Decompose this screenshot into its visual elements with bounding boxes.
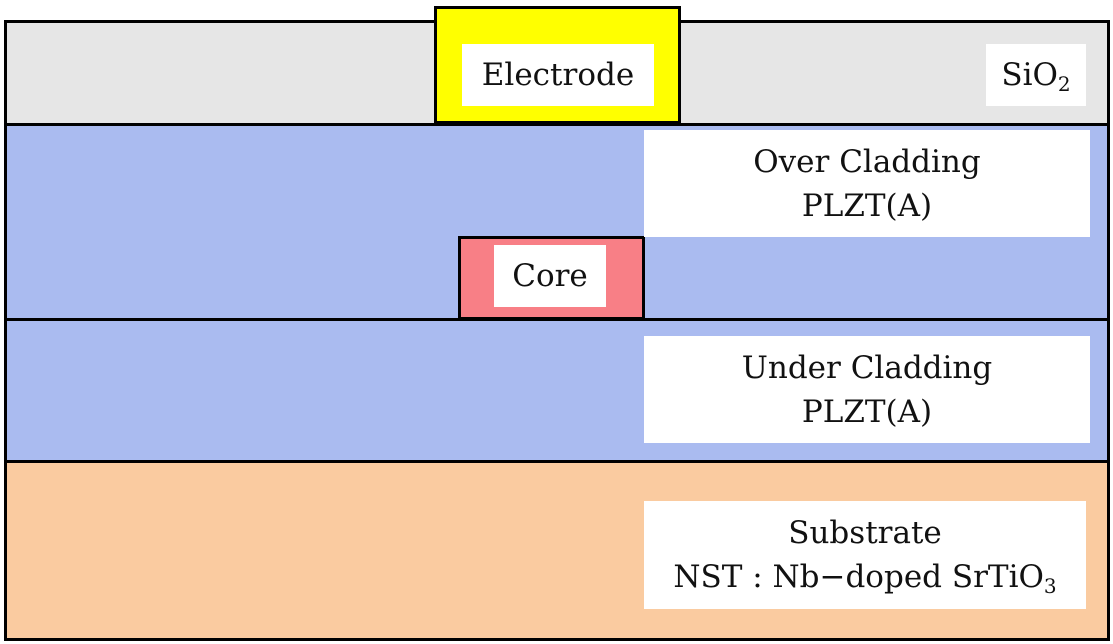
substrate-label: Substrate NST : Nb−doped SrTiO3: [644, 501, 1086, 609]
over-cladding-line2: PLZT(A): [801, 187, 933, 224]
electrode-label: Electrode: [462, 44, 654, 106]
core-label: Core: [494, 245, 606, 307]
substrate-line1: Substrate: [788, 515, 942, 551]
under-cladding-line2: PLZT(A): [801, 393, 933, 430]
over-cladding-line1: Over Cladding: [753, 143, 981, 180]
sio2-text: SiO2: [1001, 57, 1071, 96]
electrode-text: Electrode: [481, 57, 635, 93]
sio2-label: SiO2: [986, 44, 1086, 106]
core-text: Core: [512, 258, 588, 294]
substrate-line2: NST : Nb−doped SrTiO3: [673, 559, 1057, 598]
over-cladding-label: Over Cladding PLZT(A): [644, 130, 1090, 237]
under-cladding-label: Under Cladding PLZT(A): [644, 336, 1090, 443]
under-cladding-line1: Under Cladding: [741, 349, 993, 386]
